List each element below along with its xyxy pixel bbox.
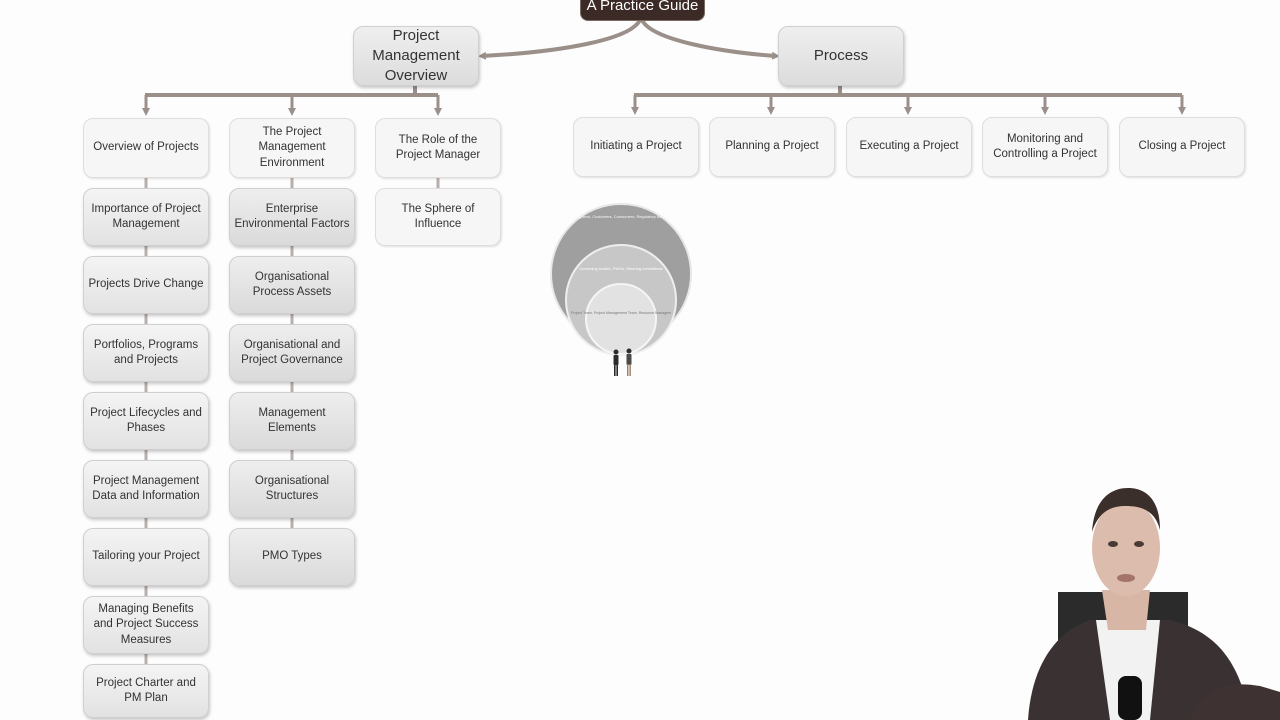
overview-col1-item[interactable]: Project Lifecycles and Phases [83,392,209,450]
node-label: Executing a Project [859,140,959,153]
overview-col1-header[interactable]: Overview of Projects [83,118,209,178]
process-item[interactable]: Initiating a Project [573,117,699,177]
overview-col2-item[interactable]: Management Elements [229,392,355,450]
node-label: Importance of Project Management [91,202,201,231]
overview-col3-item[interactable]: The Sphere of Influence [375,188,501,246]
overview-col2-item[interactable]: Enterprise Environmental Factors [229,188,355,246]
people-icon [613,348,632,376]
root-node[interactable]: A Practice Guide [580,0,705,21]
node-label: Projects Drive Change [88,278,204,291]
process-item[interactable]: Monitoring and Controlling a Project [982,117,1108,177]
overview-col1-item[interactable]: Importance of Project Management [83,188,209,246]
node-label: The Role of the Project Manager [395,133,481,162]
process-item[interactable]: Planning a Project [709,117,835,177]
middle-sphere-label: Governing bodies, PMOs, Steering committ… [579,266,662,271]
overview-col1-item[interactable]: Portfolios, Programs and Projects [83,324,209,382]
overview-col3-header[interactable]: The Role of the Project Manager [375,118,501,178]
node-label: Management Elements [258,406,326,435]
overview-col2-item[interactable]: Organisational Process Assets [229,256,355,314]
node-label: Organisational Structures [254,474,330,503]
process-item[interactable]: Executing a Project [846,117,972,177]
node-label: Tailoring your Project [92,550,200,563]
overview-col2-item[interactable]: Organisational and Project Governance [229,324,355,382]
node-label: Project Charter and PM Plan [96,676,196,705]
overview-col1-item[interactable]: Managing Benefits and Project Success Me… [83,596,209,654]
node-label: PMO Types [262,550,322,563]
node-label: Organisational Process Assets [252,270,332,299]
overview-col2-header[interactable]: The Project Management Environment [229,118,355,178]
node-label: Monitoring and Controlling a Project [993,132,1097,161]
overview-col1-item[interactable]: Projects Drive Change [83,256,209,314]
node-label: Project Management Data and Information [92,474,200,503]
node-label: Closing a Project [1138,140,1226,153]
node-label: Portfolios, Programs and Projects [93,338,199,367]
overview-col2-item[interactable]: Organisational Structures [229,460,355,518]
branch-overview-label: Project Management Overview [372,27,460,84]
sphere-of-influence-diagram: Suppliers, Customers, Consumers, Regulat… [550,203,692,376]
process-item[interactable]: Closing a Project [1119,117,1245,177]
node-label: The Project Management Environment [258,125,326,169]
outer-sphere-label: Suppliers, Customers, Consumers, Regulat… [573,214,668,219]
branch-process[interactable]: Process [778,26,904,86]
overview-col1-item[interactable]: Tailoring your Project [83,528,209,586]
node-label: Planning a Project [725,140,819,153]
overview-col2-item[interactable]: PMO Types [229,528,355,586]
node-label: Organisational and Project Governance [241,338,343,367]
branch-overview[interactable]: Project Management Overview [353,26,479,86]
root-label: A Practice Guide [586,0,699,14]
node-label: The Sphere of Influence [401,202,475,231]
inner-sphere-label: Project Team, Project Management Team, R… [571,311,671,315]
node-label: Managing Benefits and Project Success Me… [93,602,199,646]
node-label: Overview of Projects [93,141,199,154]
overview-col1-item[interactable]: Project Management Data and Information [83,460,209,518]
inner-sphere [585,283,657,355]
node-label: Project Lifecycles and Phases [90,406,202,435]
branch-process-label: Process [813,47,869,64]
node-label: Initiating a Project [590,140,682,153]
presenter-video [1028,488,1280,720]
node-label: Enterprise Environmental Factors [234,202,350,231]
overview-col1-item[interactable]: Project Charter and PM Plan [83,664,209,718]
